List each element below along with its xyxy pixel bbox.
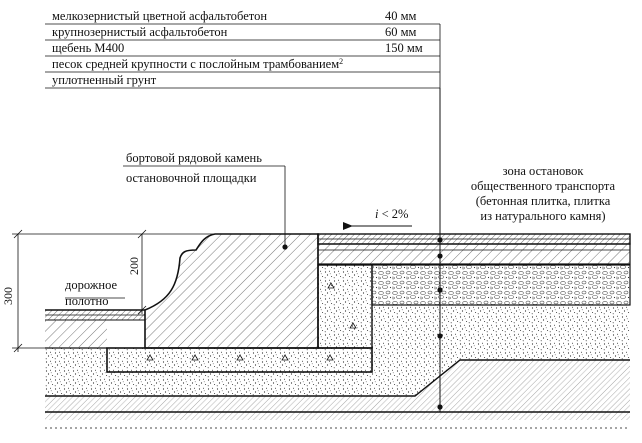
svg-text:зона остановок: зона остановок bbox=[503, 164, 585, 178]
crushed-stone-layer bbox=[371, 264, 631, 306]
concrete-markers bbox=[146, 282, 357, 361]
dimension-200 bbox=[137, 229, 147, 315]
layer-3-thickness: 150 мм bbox=[385, 41, 423, 55]
curb-leader-dot bbox=[282, 244, 288, 250]
layer-3-name: щебень М400 bbox=[52, 41, 124, 55]
dimension-300-label: 300 bbox=[1, 287, 15, 305]
layer-4-sup: 2 bbox=[339, 57, 343, 66]
svg-text:из натурального камня): из натурального камня) bbox=[480, 209, 605, 223]
layer-4-name: песок средней крупности с послойным трам… bbox=[52, 57, 343, 71]
curb-label-line2: остановочной площадки bbox=[126, 171, 257, 185]
asphalt-coarse bbox=[317, 243, 631, 265]
slope-label: i < 2% bbox=[375, 207, 408, 221]
layer-5-name: уплотненный грунт bbox=[52, 73, 157, 87]
curb-stone bbox=[144, 233, 319, 349]
sand-bottom-line bbox=[45, 359, 630, 397]
curb-backing bbox=[317, 264, 373, 349]
zone-label: зона остановок общественного транспорта … bbox=[471, 164, 616, 223]
layer-2-name: крупнозернистый асфальтобетон bbox=[52, 25, 228, 39]
road-label-line2: полотно bbox=[65, 294, 109, 308]
curb-label-line1: бортовой рядовой камень bbox=[126, 151, 262, 165]
layer-2-thickness: 60 мм bbox=[385, 25, 417, 39]
sand-layer bbox=[45, 305, 630, 396]
road-label-line1: дорожное bbox=[65, 278, 118, 292]
section-dots bbox=[437, 237, 443, 410]
layer-1-name: мелкозернистый цветной асфальтобетон bbox=[52, 9, 267, 23]
svg-text:(бетонная плитка, плитка: (бетонная плитка, плитка bbox=[476, 194, 611, 208]
compacted-soil bbox=[45, 360, 630, 420]
dimension-300 bbox=[12, 229, 318, 353]
layer-1-thickness: 40 мм bbox=[385, 9, 417, 23]
road-base bbox=[45, 320, 107, 348]
svg-text:общественного транспорта: общественного транспорта bbox=[471, 179, 616, 193]
dimension-200-label: 200 bbox=[127, 257, 141, 275]
